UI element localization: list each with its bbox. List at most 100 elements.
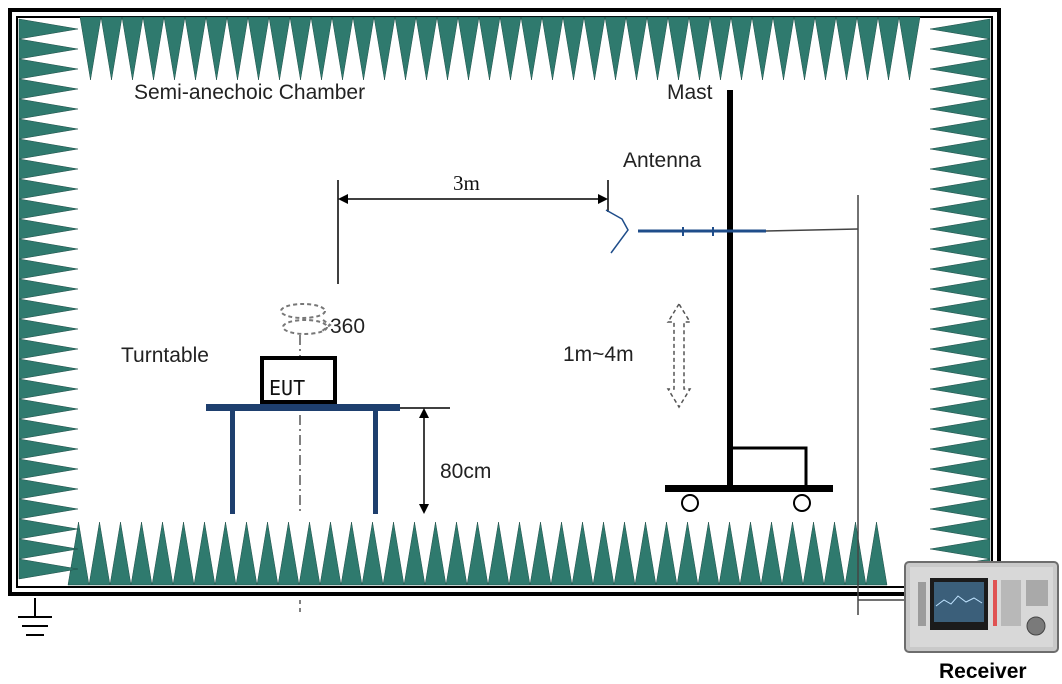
absorber-cone (676, 521, 699, 586)
absorber-cone (403, 521, 426, 586)
absorber-cone (18, 138, 79, 160)
absorber-cone (235, 521, 258, 586)
antenna (605, 209, 766, 254)
absorber-cone (592, 521, 615, 586)
absorber-cone (814, 16, 837, 81)
absorber-cone (929, 118, 991, 140)
table-height-dimension (400, 407, 450, 514)
absorber-cone (88, 521, 111, 586)
absorber-cone (718, 521, 741, 586)
absorber-cone (18, 18, 79, 40)
eut-box (260, 356, 337, 404)
top-absorber-cones (79, 16, 921, 81)
absorber-cone (856, 16, 879, 81)
absorber-cone (466, 521, 489, 586)
absorber-cone (319, 521, 342, 586)
absorber-cone (184, 16, 207, 81)
absorber-cone (142, 16, 165, 81)
absorber-cone (289, 16, 312, 81)
table-height-label: 80cm (440, 460, 491, 483)
absorber-cone (634, 521, 657, 586)
absorber-cone (929, 198, 991, 220)
absorber-cone (739, 521, 762, 586)
absorber-cone (929, 378, 991, 400)
absorber-cone (499, 16, 522, 81)
absorber-cone (697, 521, 720, 586)
absorber-cone (655, 521, 678, 586)
absorber-cone (445, 521, 468, 586)
eut-label: EUT (269, 376, 305, 400)
absorber-cone (646, 16, 669, 81)
absorber-cone (760, 521, 783, 586)
absorber-cone (929, 278, 991, 300)
absorber-cone (382, 521, 405, 586)
absorber-cone (478, 16, 501, 81)
turntable-label: Turntable (121, 344, 209, 367)
absorber-cone (865, 521, 888, 586)
absorber-cone (929, 98, 991, 120)
right-absorber-cones (929, 18, 991, 580)
absorber-cone (18, 278, 79, 300)
absorber-cone (18, 58, 79, 80)
rotation-icon (280, 303, 332, 335)
antenna-label: Antenna (623, 149, 702, 172)
absorber-cone (214, 521, 237, 586)
absorber-cone (18, 178, 79, 200)
mast-label: Mast (667, 81, 713, 104)
absorber-cone (781, 521, 804, 586)
absorber-cone (18, 558, 79, 580)
absorber-cone (436, 16, 459, 81)
turntable-table (206, 404, 400, 514)
absorber-cone (793, 16, 816, 81)
absorber-cone (835, 16, 858, 81)
absorber-cone (394, 16, 417, 81)
absorber-cone (100, 16, 123, 81)
absorber-cone (415, 16, 438, 81)
absorber-cone (151, 521, 174, 586)
absorber-cone (929, 78, 991, 100)
absorber-cone (205, 16, 228, 81)
absorber-cone (929, 338, 991, 360)
absorber-cone (340, 521, 363, 586)
absorber-cone (929, 518, 991, 540)
absorber-cone (361, 521, 384, 586)
absorber-cone (18, 318, 79, 340)
absorber-cone (487, 521, 510, 586)
absorber-cone (18, 458, 79, 480)
distance-label: 3m (453, 171, 480, 195)
absorber-cone (709, 16, 732, 81)
absorber-cone (18, 438, 79, 460)
rotation-label: 360 (330, 315, 365, 338)
absorber-cone (18, 98, 79, 120)
absorber-cone (18, 38, 79, 60)
absorber-cone (18, 498, 79, 520)
absorber-cone (226, 16, 249, 81)
absorber-cone (877, 16, 900, 81)
absorber-cone (457, 16, 480, 81)
floor-absorber-cones (67, 521, 888, 586)
absorber-cone (613, 521, 636, 586)
absorber-cone (604, 16, 627, 81)
absorber-cone (352, 16, 375, 81)
absorber-cone (18, 418, 79, 440)
receiver-label: Receiver (939, 660, 1027, 683)
absorber-cone (898, 16, 921, 81)
absorber-cone (67, 521, 90, 586)
absorber-cone (688, 16, 711, 81)
absorber-cone (929, 218, 991, 240)
absorber-cone (929, 138, 991, 160)
absorber-cone (929, 298, 991, 320)
absorber-cone (18, 358, 79, 380)
absorber-cone (331, 16, 354, 81)
absorber-cone (751, 16, 774, 81)
absorber-cone (277, 521, 300, 586)
absorber-cone (772, 16, 795, 81)
absorber-cone (18, 478, 79, 500)
absorber-cone (929, 18, 991, 40)
absorber-cone (193, 521, 216, 586)
absorber-cone (929, 478, 991, 500)
absorber-cone (541, 16, 564, 81)
absorber-cone (247, 16, 270, 81)
mast-structure (665, 90, 833, 512)
